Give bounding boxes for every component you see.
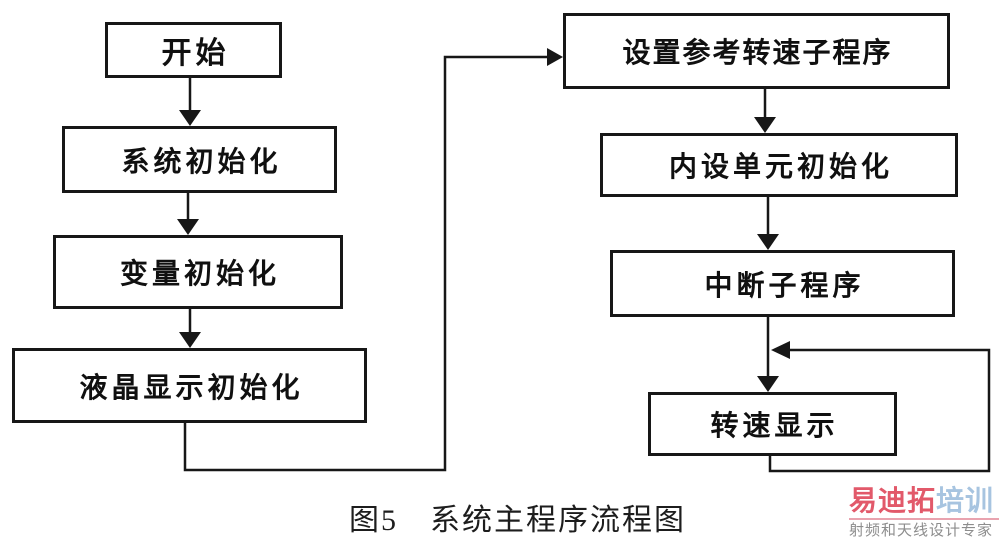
node-system-init: 系统初始化: [62, 126, 337, 193]
arrowhead-loop-into-entry: [771, 341, 790, 359]
node-lcd-display-init: 液晶显示初始化: [12, 348, 367, 423]
arrowhead-into-setref: [547, 48, 563, 66]
arrowhead-setref-to-unitinit: [754, 117, 776, 133]
arrowhead-start-to-sysinit: [179, 110, 201, 126]
arrowhead-sysinit-to-varinit: [177, 219, 199, 235]
node-variable-init: 变量初始化: [53, 235, 343, 309]
arrowhead-interrupt-to-speeddisplay: [757, 376, 779, 392]
arrowhead-unitinit-to-interrupt: [757, 234, 779, 250]
watermark-tagline: 射频和天线设计专家: [849, 522, 994, 539]
watermark-brand-secondary: 培训: [936, 485, 995, 516]
node-interrupt-subroutine: 中断子程序: [610, 250, 955, 317]
watermark-brand: 易迪拓培训: [849, 487, 1001, 515]
connector-speeddisplay-loop: [768, 348, 991, 473]
arrowhead-varinit-to-lcdinit: [179, 332, 201, 348]
figure-caption: 图5 系统主程序流程图: [349, 504, 686, 537]
node-internal-unit-init: 内设单元初始化: [600, 133, 958, 197]
watermark-brand-primary: 易迪拓: [849, 485, 937, 516]
connector-lcdinit-to-setref: [183, 55, 547, 472]
node-speed-display: 转速显示: [648, 392, 897, 456]
watermark-underline: [849, 518, 999, 520]
node-set-reference-speed-subroutine: 设置参考转速子程序: [563, 13, 950, 89]
watermark: 易迪拓培训 射频和天线设计专家: [849, 487, 1001, 538]
node-start: 开始: [105, 22, 282, 78]
